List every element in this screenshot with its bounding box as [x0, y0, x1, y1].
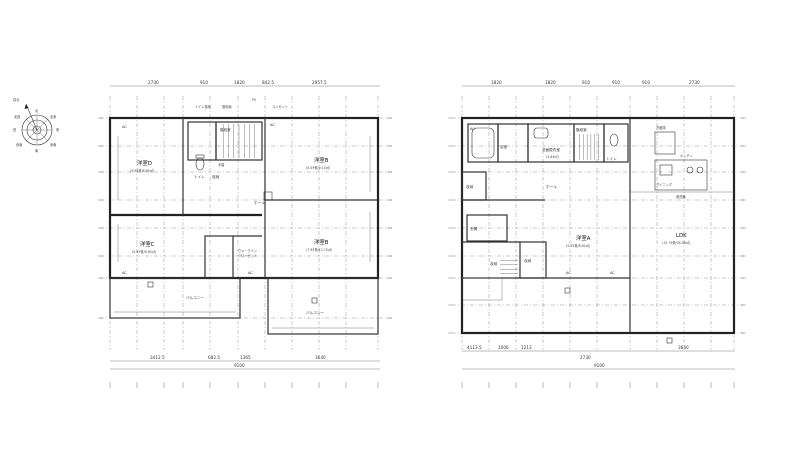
room-1f-ldk: LDK — [676, 233, 687, 239]
room-1f-western-a: 洋室A — [576, 234, 591, 242]
room-2f-western-d: 洋室D — [137, 159, 152, 167]
room-2f-western-c: 洋室C — [140, 240, 155, 248]
dim-2f-top-3: 1820 — [234, 80, 245, 85]
staircase-2f — [223, 124, 255, 158]
label-1f-kitchen: キッチン — [680, 153, 693, 158]
dim-2f-bottom-3: 1365 — [240, 355, 251, 360]
note-2f-handrail: 手摺 — [218, 162, 224, 167]
dim-2f-total: 9100 — [234, 363, 245, 368]
dim-2f-top-4: 842.5 — [262, 80, 274, 85]
dim-2f-bottom-1: 3412.5 — [150, 355, 165, 360]
dim-2f-top-1: 2730 — [148, 80, 159, 85]
ac-label-1f-2: AC — [566, 271, 571, 275]
compass-sector-se: 東南 — [50, 142, 56, 147]
dim-2f-top-5: 2957.5 — [312, 80, 327, 85]
compass-sector-east: 東 — [56, 127, 60, 132]
label-1f-dining: ダイニング — [656, 182, 673, 187]
label-1f-fridge: 冷蔵庫 — [656, 125, 666, 130]
room-1f-ldk-area: (15.79畳/26.08㎡) — [662, 240, 690, 245]
wash-basin-fixture — [533, 127, 549, 139]
note-2f-outlet: コンセント — [272, 104, 288, 109]
room-2f-western-b-lower-area: (7.95畳/12.75㎡) — [306, 247, 332, 252]
grid-lines-1f — [452, 96, 746, 350]
dim-1f-bottom-4: 2730 — [580, 355, 591, 360]
dim-2f-bottom-2: 682.5 — [208, 355, 220, 360]
room-2f-storage: 収納 — [212, 174, 220, 179]
room-1f-washroom: 洗面脱衣室 — [542, 147, 560, 152]
toilet-fixture-1f — [609, 133, 619, 147]
ac-label-2f-2: AC — [122, 271, 127, 275]
room-2f-walk-in: ウォークイン — [238, 248, 257, 253]
ac-label-2f-4: AC — [248, 271, 253, 275]
entrance-steps-1f — [500, 260, 518, 274]
dim-1f-top-3: 910 — [582, 80, 590, 85]
dim-1f-top-6: 2730 — [689, 80, 700, 85]
ac-label-2f-3: AC — [270, 123, 275, 127]
room-2f-western-d-area: (5.95畳/8.90㎡) — [130, 168, 154, 173]
dim-1f-bottom-2: 1006 — [498, 345, 509, 350]
room-1f-hall: ホール — [546, 184, 557, 189]
dim-1f-top-4: 910 — [612, 80, 620, 85]
dim-1f-bottom-3: 1213 — [521, 345, 532, 350]
dim-2f-bottom-4: 3640 — [315, 355, 326, 360]
room-1f-bath: 浴室 — [500, 144, 508, 149]
floor-plan-1f: 1820 1820 910 910 910 2730 4113.5 1006 1… — [448, 80, 746, 388]
room-2f-toilet: トイレ — [194, 175, 205, 179]
room-2f-stairwell: 階段室 — [220, 127, 231, 132]
floor-plan-2f: 2730 910 1820 842.5 2957.5 3412.5 682.5 … — [98, 80, 392, 388]
compass-sector-west: 西 — [13, 128, 16, 132]
compass-rose: 真北 東 西 南 北 東南 西南 北西 北東 — [13, 97, 60, 153]
dim-1f-total: 9100 — [594, 363, 605, 368]
ac-label-1f-1: AC — [470, 127, 475, 131]
room-1f-storage-a: 収納 — [466, 184, 474, 189]
room-2f-balcony-right: バルコニー — [306, 311, 324, 315]
room-2f-western-b-lower: 洋室B — [314, 238, 329, 246]
compass-sector-north: 北 — [35, 108, 39, 113]
note-2f-ps: PS — [252, 98, 256, 102]
compass-north-label: 真北 — [13, 97, 20, 102]
kitchen-counter — [654, 159, 708, 191]
dim-1f-top-5: 910 — [642, 80, 650, 85]
bathtub-fixture — [471, 127, 495, 159]
room-1f-western-a-area: (5.95畳/8.90㎡) — [566, 243, 590, 248]
room-1f-entrance: 玄関 — [470, 226, 478, 231]
dim-1f-top-2: 1820 — [545, 80, 556, 85]
dim-1f-bottom-1: 4113.5 — [467, 345, 482, 350]
room-2f-walk-in-sub: クローゼット — [238, 253, 257, 258]
ac-label-1f-3: AC — [610, 271, 615, 275]
dim-2f-top-2: 910 — [200, 80, 208, 85]
room-2f-hall: ホール — [254, 200, 265, 205]
room-1f-stairwell: 階段室 — [576, 127, 587, 132]
dim-1f-top-1: 1820 — [491, 80, 502, 85]
compass-sector-south: 南 — [35, 148, 38, 153]
room-1f-storage-b: 収納 — [524, 258, 532, 263]
dim-1f-bottom-5: 3640 — [678, 345, 689, 350]
compass-sector-ne: 北東 — [50, 114, 57, 119]
compass-sector-sw: 西南 — [16, 142, 22, 147]
staircase-1f — [579, 134, 599, 160]
compass-sector-nw: 北西 — [14, 114, 20, 119]
grid-axes-1f — [448, 117, 746, 388]
room-1f-washroom-area: (3.64㎡) — [546, 154, 559, 159]
note-2f-vent-fan: 換気扇 — [222, 104, 232, 109]
refrigerator-fixture — [654, 131, 676, 155]
room-1f-storage-c: 収納 — [490, 261, 498, 266]
room-2f-western-c-area: (5.95畳/8.90㎡) — [132, 249, 156, 254]
grid-axes-2f — [98, 117, 392, 388]
label-1f-dishwasher: 食洗機 — [676, 194, 686, 199]
room-2f-balcony-left: バルコニー — [186, 296, 204, 300]
note-2f-toilet-vent: トイレ換気 — [195, 104, 212, 109]
room-1f-toilet: トイレ — [606, 157, 617, 161]
ac-label-2f-1: AC — [122, 125, 127, 129]
room-2f-western-b-upper: 洋室B — [314, 156, 329, 164]
room-2f-western-b-upper-area: (5.49畳/9.14㎡) — [306, 165, 330, 170]
